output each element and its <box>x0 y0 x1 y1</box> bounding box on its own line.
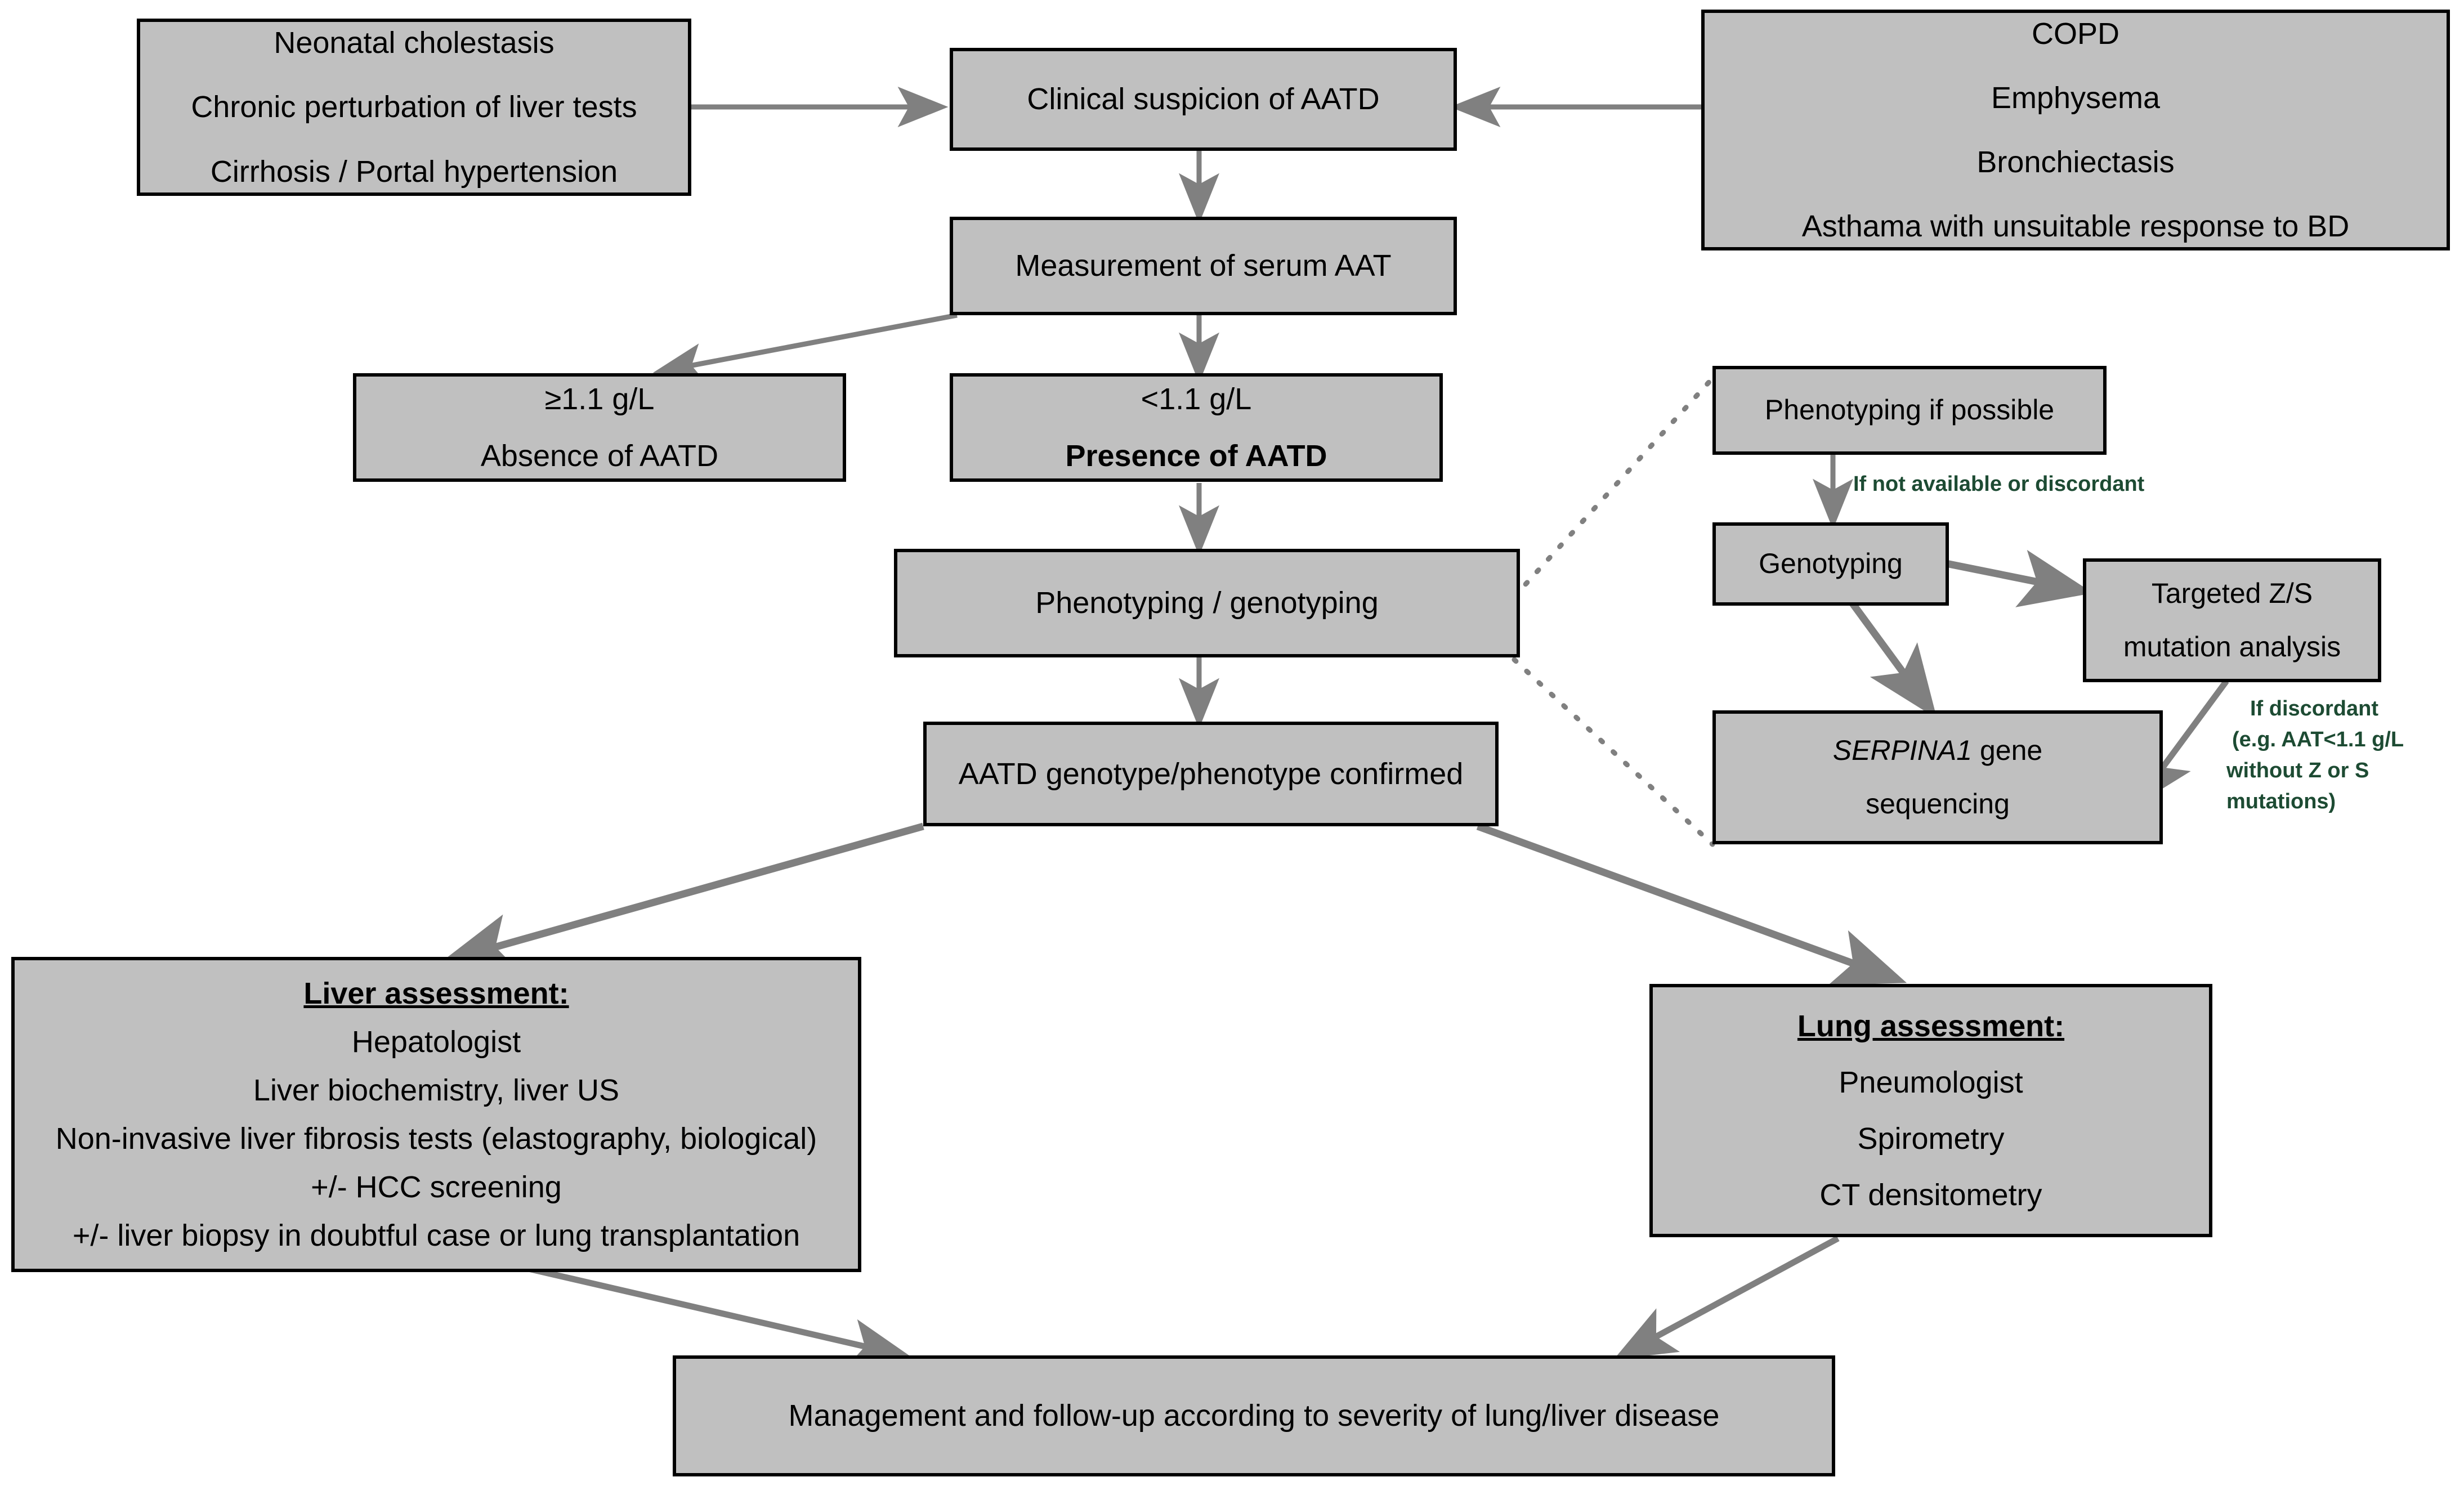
node-phenotyping-genotyping[interactable]: Phenotyping / genotyping <box>894 549 1520 657</box>
targeted-mutation-line-1: Targeted Z/S <box>2151 577 2313 609</box>
lung-assessment-line-1: Pneumologist <box>1839 1065 2023 1099</box>
node-clinical-suspicion[interactable]: Clinical suspicion of AATD <box>950 48 1457 151</box>
presence-verdict: Presence of AATD <box>1065 438 1327 473</box>
node-lung-assessment[interactable]: Lung assessment: Pneumologist Spirometry… <box>1649 984 2212 1237</box>
liver-assessment-line-5: +/- liver biopsy in doubtful case or lun… <box>72 1219 801 1253</box>
node-phenotyping-if-possible[interactable]: Phenotyping if possible <box>1712 366 2107 455</box>
absence-verdict: Absence of AATD <box>480 438 719 473</box>
liver-assessment-heading: Liver assessment: <box>303 976 569 1010</box>
serpina1-line-2: sequencing <box>1866 788 2010 820</box>
lung-trigger-line-4: Asthama with unsuitable response to BD <box>1801 209 2350 244</box>
node-aatd-confirmed[interactable]: AATD genotype/phenotype confirmed <box>923 722 1499 826</box>
liver-trigger-line-2: Chronic perturbation of liver tests <box>191 90 637 124</box>
edge-lung-to-management <box>1613 1236 1840 1360</box>
node-serpina1-sequencing[interactable]: SERPINA1 gene sequencing <box>1712 710 2163 844</box>
phenotyping-if-possible-label: Phenotyping if possible <box>1764 394 2055 426</box>
presence-threshold: <1.1 g/L <box>1141 382 1252 417</box>
lung-assessment-heading: Lung assessment: <box>1797 1009 2065 1043</box>
liver-assessment-line-1: Hepatologist <box>351 1024 521 1059</box>
lung-assessment-line-3: CT densitometry <box>1819 1178 2042 1212</box>
liver-trigger-line-1: Neonatal cholestasis <box>274 26 554 60</box>
lung-trigger-line-3: Bronchiectasis <box>1976 145 2175 179</box>
edge-confirmed-to-lung <box>1476 822 1907 986</box>
phenotyping-genotyping-label: Phenotyping / genotyping <box>1035 586 1379 620</box>
edge-liver-to-management <box>506 1260 913 1368</box>
liver-assessment-line-2: Liver biochemistry, liver US <box>253 1073 620 1107</box>
serpina1-gene-name: SERPINA1 <box>1832 734 1973 766</box>
genotyping-label: Genotyping <box>1759 548 1903 580</box>
edge-label-if-discordant: If discordant (e.g. AAT<1.1 g/L without … <box>2226 693 2463 817</box>
liver-assessment-line-3: Non-invasive liver fibrosis tests (elast… <box>55 1122 817 1156</box>
management-label: Management and follow-up according to se… <box>788 1399 1720 1433</box>
node-liver-triggers[interactable]: Neonatal cholestasis Chronic perturbatio… <box>137 19 691 196</box>
liver-assessment-line-4: +/- HCC screening <box>311 1170 562 1205</box>
discordant-line-3: without Z or S mutations) <box>2226 759 2369 814</box>
node-lung-triggers[interactable]: COPD Emphysema Bronchiectasis Asthama wi… <box>1701 10 2450 250</box>
edge-genotyping-to-targeted <box>1942 549 2093 607</box>
node-measurement-serum-aat[interactable]: Measurement of serum AAT <box>950 217 1457 315</box>
edge-label-if-not-available: If not available or discordant <box>1853 472 2145 496</box>
lung-trigger-line-2: Emphysema <box>1991 80 2161 115</box>
edge-confirmed-to-liver <box>440 822 924 971</box>
edge-callout-top-dotted <box>1512 375 1715 599</box>
serpina1-line-1: SERPINA1 gene <box>1716 735 2159 767</box>
node-management-followup[interactable]: Management and follow-up according to se… <box>673 1355 1835 1476</box>
discordant-line-1: If discordant <box>2250 697 2379 720</box>
discordant-line-2: (e.g. AAT<1.1 g/L <box>2232 728 2404 752</box>
node-absence-aatd[interactable]: ≥1.1 g/L Absence of AATD <box>353 373 846 482</box>
liver-trigger-line-3: Cirrhosis / Portal hypertension <box>210 154 618 189</box>
targeted-mutation-line-2: mutation analysis <box>2123 631 2341 663</box>
aatd-confirmed-label: AATD genotype/phenotype confirmed <box>958 757 1464 791</box>
node-targeted-mutation-analysis[interactable]: Targeted Z/S mutation analysis <box>2083 558 2381 682</box>
clinical-suspicion-label: Clinical suspicion of AATD <box>1027 82 1380 117</box>
lung-trigger-line-1: COPD <box>2031 16 2119 51</box>
edge-callout-bottom-dotted <box>1512 657 1715 847</box>
node-genotyping[interactable]: Genotyping <box>1712 522 1949 606</box>
node-liver-assessment[interactable]: Liver assessment: Hepatologist Liver bio… <box>11 957 861 1272</box>
edge-measurement-to-absence <box>652 312 958 383</box>
lung-assessment-line-2: Spirometry <box>1857 1122 2005 1156</box>
node-presence-aatd[interactable]: <1.1 g/L Presence of AATD <box>950 373 1443 482</box>
absence-threshold: ≥1.1 g/L <box>544 382 655 417</box>
measurement-label: Measurement of serum AAT <box>1015 249 1392 283</box>
serpina1-gene-suffix: gene <box>1972 734 2043 766</box>
